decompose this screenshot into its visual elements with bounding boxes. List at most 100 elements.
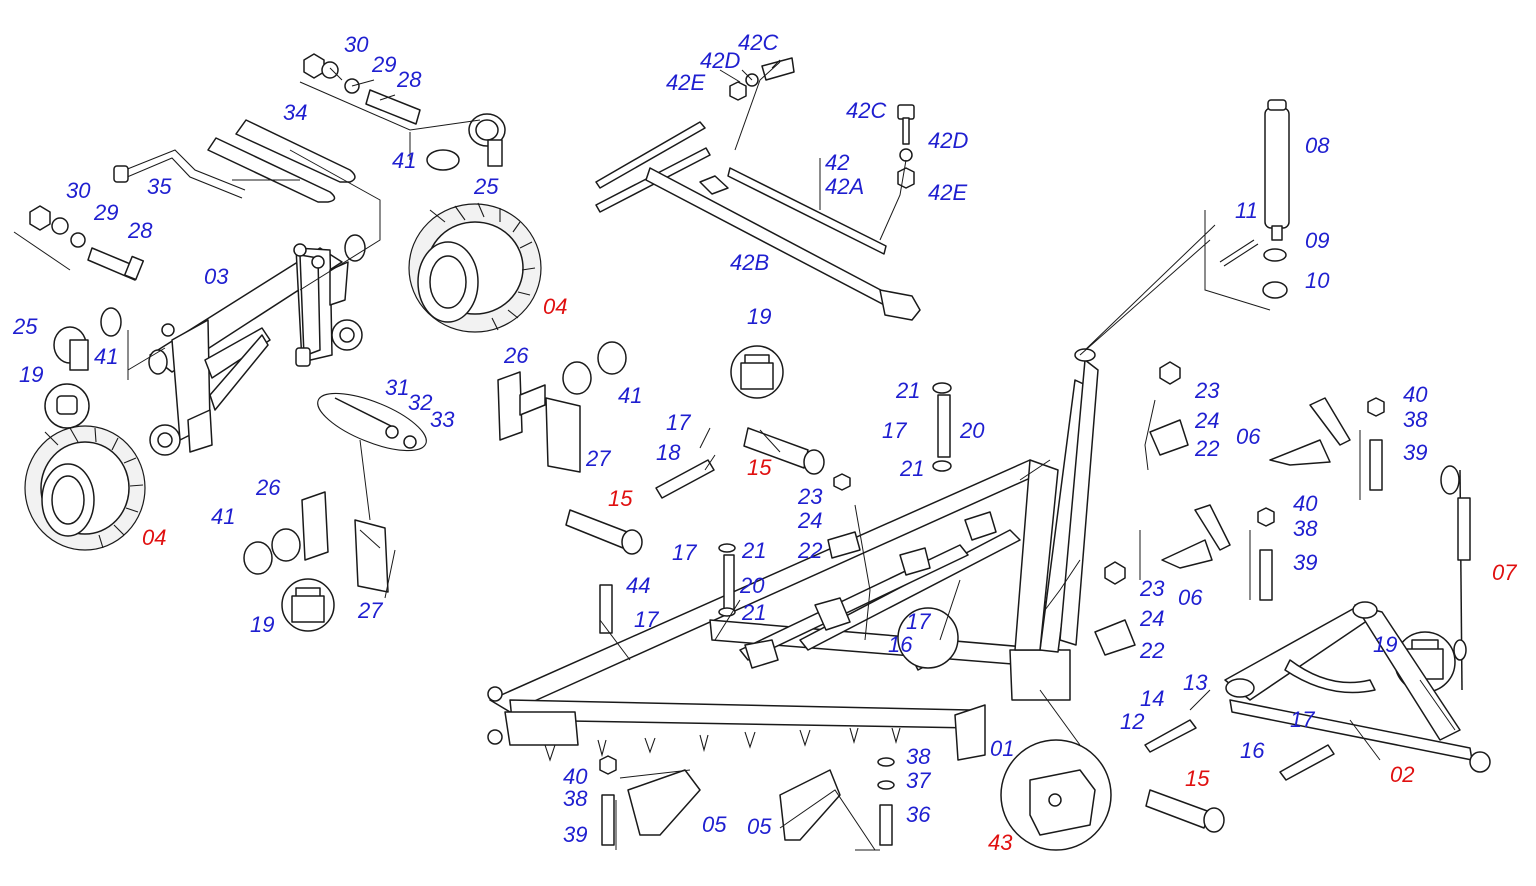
callout-label: 35 [147,174,172,199]
rod-part [113,119,356,203]
hitch-part [1224,601,1491,773]
callout-label: 27 [585,446,611,471]
linkage-rod-part [1440,465,1471,691]
callout-label: 02 [1390,762,1414,787]
callout-label: 25 [473,174,499,199]
callout-label: 14 [1140,686,1164,711]
callout-label: 22 [1194,436,1219,461]
callout-label: 23 [1194,378,1220,403]
callout-label: 42D [928,128,968,153]
callout-label: 22 [797,538,822,563]
o-ring-part [100,149,627,575]
valve-block-detail [1000,739,1112,851]
callout-label: 21 [899,456,924,481]
callout-label: 23 [797,484,823,509]
wheel-part [24,425,146,551]
callout-label: 19 [747,304,771,329]
callout-label: 39 [1403,440,1427,465]
pin-part [599,459,1335,781]
callout-label: 19 [250,612,274,637]
callout-label: 05 [747,814,772,839]
callout-label: 41 [94,344,118,369]
callout-label: 30 [344,32,369,57]
callout-label: 10 [1305,268,1330,293]
drawbar-part [595,57,921,321]
callout-label: 24 [1139,606,1164,631]
callout-label: 41 [211,504,235,529]
grease-nipple-detail [44,345,1456,693]
callout-label: 40 [1403,382,1428,407]
callout-label: 20 [739,573,765,598]
callout-label: 40 [563,764,588,789]
callout-label: 42C [846,98,886,123]
callout-label: 17 [1290,707,1315,732]
callout-label: 38 [1293,516,1318,541]
callout-label: 01 [990,736,1014,761]
callout-label: 26 [255,475,281,500]
line-art [13,53,1491,851]
callout-label: 24 [797,508,822,533]
callout-label: 17 [906,609,931,634]
callout-label: 33 [430,407,455,432]
callout-label: 20 [959,418,985,443]
callout-label: 15 [747,455,772,480]
callout-label: 05 [702,812,727,837]
pin-detail [897,607,959,669]
main-frame-part [487,348,1099,762]
callout-label: 43 [988,830,1013,855]
callout-label: 28 [127,218,153,243]
callout-label: 41 [618,383,642,408]
callout-label: 19 [19,362,43,387]
callout-label: 21 [741,538,766,563]
callout-label: 36 [906,802,931,827]
callout-label: 09 [1305,228,1329,253]
clamp-part [53,113,506,371]
callout-label: 17 [666,410,691,435]
callout-label: 42D [700,48,740,73]
callout-label: 18 [656,440,681,465]
callout-label: 19 [1373,632,1397,657]
callout-label: 38 [906,744,931,769]
callout-label: 04 [543,294,567,319]
callout-label: 40 [1293,491,1318,516]
callout-label: 04 [142,525,166,550]
callout-label: 37 [906,768,931,793]
callout-label: 39 [563,822,587,847]
callout-label: 42 [825,150,849,175]
callout-label: 21 [895,378,920,403]
callout-label: 29 [93,200,118,225]
callout-label: 15 [608,486,633,511]
callout-label: 27 [357,598,383,623]
callout-label: 24 [1194,408,1219,433]
callout-label: 25 [12,314,38,339]
callout-label: 15 [1185,766,1210,791]
wheel-hub-part [149,319,363,456]
callout-label: 16 [888,632,913,657]
callout-label: 31 [385,375,409,400]
callout-label: 23 [1139,576,1165,601]
callout-label: 42E [666,70,705,95]
callout-label: 28 [396,67,422,92]
callout-label: 42E [928,180,967,205]
fastener-set [29,53,421,281]
leader-lines [13,59,1456,851]
callout-label: 06 [1236,424,1261,449]
callout-label: 08 [1305,133,1330,158]
callout-label: 17 [882,418,907,443]
callout-label: 41 [392,148,416,173]
callout-label: 17 [634,607,659,632]
callout-label: 39 [1293,550,1317,575]
callout-label: 11 [1235,198,1258,223]
callout-label: 29 [371,52,396,77]
fastener-set [599,361,1385,846]
callout-label: 26 [503,343,529,368]
callout-label: 03 [204,264,229,289]
callout-label: 07 [1492,560,1517,585]
callout-label: 32 [408,390,432,415]
callout-label: 42C [738,30,778,55]
jack-stand-part [1219,99,1290,299]
callout-label: 42A [825,174,864,199]
callout-labels: 30 29 28 34 41 35 25 30 29 28 03 04 25 4… [12,30,1517,855]
callout-label: 12 [1120,709,1144,734]
